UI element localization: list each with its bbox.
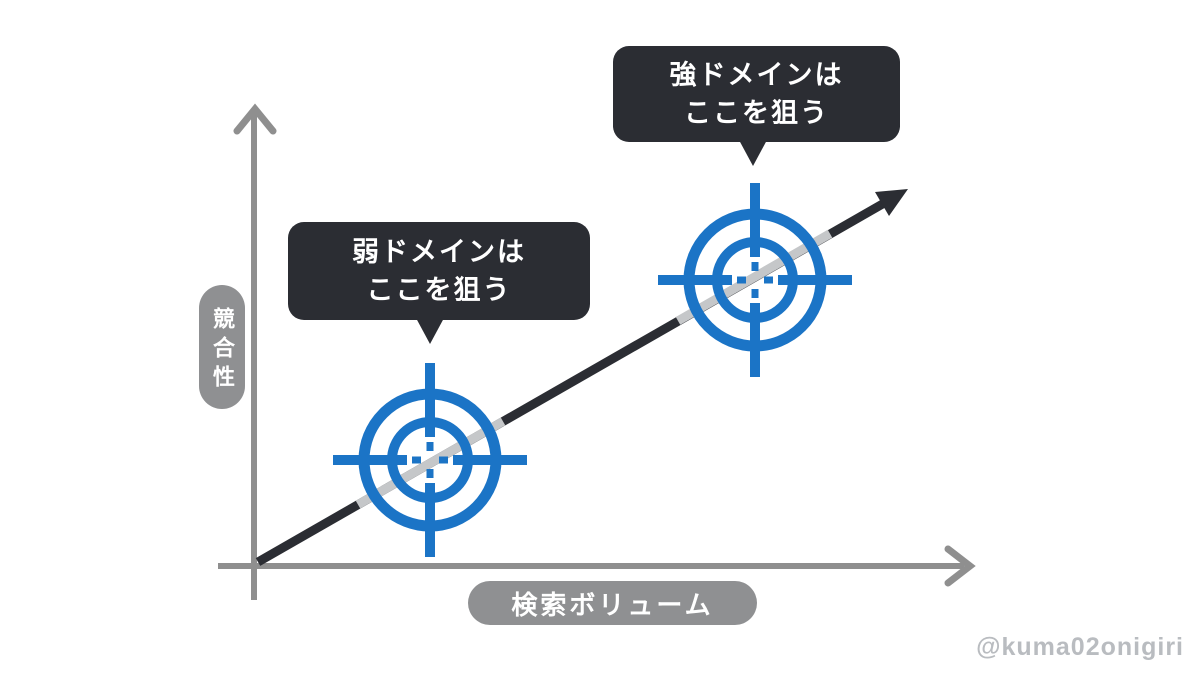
trend-arrow xyxy=(255,189,908,566)
callout-strong-line1: 強ドメインは xyxy=(669,60,844,90)
x-axis-label: 検索ボリューム xyxy=(468,581,757,625)
callout-tail-icon xyxy=(416,318,444,344)
callout-weak-domain: 弱ドメインは ここを狙う xyxy=(288,222,590,344)
callout-weak-line2: ここを狙う xyxy=(366,275,512,305)
right-arrow-icon xyxy=(944,545,976,587)
x-axis xyxy=(218,545,976,587)
trend-segment-behind-strong-target xyxy=(675,229,833,325)
up-arrow-icon xyxy=(233,103,277,135)
strong-domain-target-icon xyxy=(658,183,852,377)
trend-arrowhead-icon xyxy=(875,189,908,216)
y-axis xyxy=(233,103,277,600)
callout-tail-icon xyxy=(739,140,767,166)
callout-strong-domain: 強ドメインは ここを狙う xyxy=(613,46,900,166)
y-axis-label: 競合性 xyxy=(199,285,245,409)
weak-domain-target-icon xyxy=(333,363,527,557)
trend-segment-behind-weak-target xyxy=(355,417,506,509)
callout-weak-line1: 弱ドメインは xyxy=(352,237,526,267)
callout-strong-line2: ここを狙う xyxy=(684,98,829,128)
watermark: @kuma02onigiri xyxy=(976,633,1184,661)
